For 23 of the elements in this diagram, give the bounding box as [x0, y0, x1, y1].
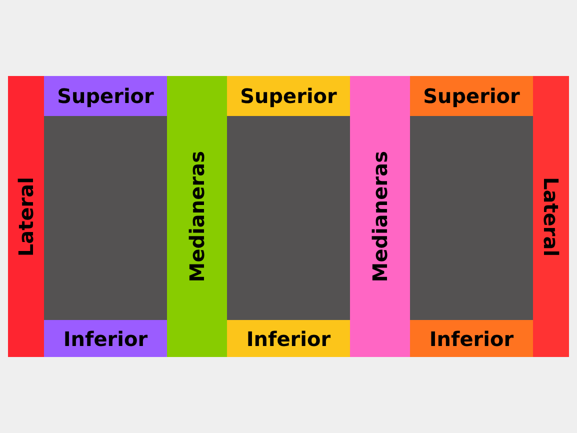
band-label: Lateral [540, 176, 562, 256]
center-panel [410, 116, 533, 320]
band-label: Lateral [15, 176, 37, 256]
bottom-band [410, 320, 533, 357]
center-panel [227, 116, 350, 320]
band-label: Inferior [63, 328, 148, 350]
top-band [227, 76, 350, 116]
divider-band [350, 76, 410, 357]
band-label: Superior [423, 85, 520, 107]
side-band [8, 76, 44, 357]
center-panel [44, 116, 167, 320]
band-label: Inferior [429, 328, 514, 350]
band-label: Superior [57, 85, 154, 107]
band-label: Superior [240, 85, 337, 107]
band-label: Medianeras [369, 150, 391, 282]
top-band [44, 76, 167, 116]
top-band [410, 76, 533, 116]
bottom-band [44, 320, 167, 357]
side-band [533, 76, 569, 357]
divider-band [167, 76, 227, 357]
band-label: Medianeras [186, 150, 208, 282]
bottom-band [227, 320, 350, 357]
band-label: Inferior [246, 328, 331, 350]
